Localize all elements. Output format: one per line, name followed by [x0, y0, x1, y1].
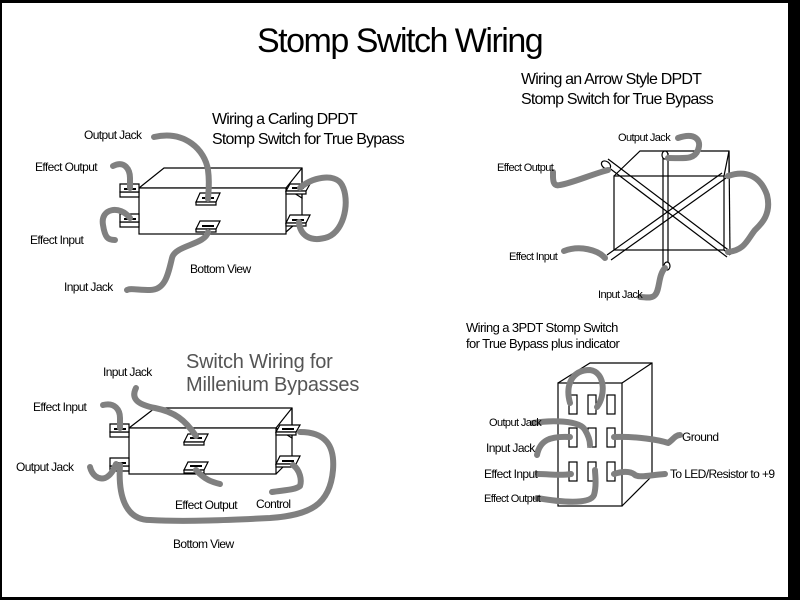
wire-effect-output: [193, 467, 223, 487]
wire-effect-input: [100, 401, 123, 431]
arrow-wires: [549, 132, 772, 301]
arrow-dpdt-diagram: Wiring an Arrow Style DPDT Stomp Switch …: [497, 71, 772, 301]
carling-label-bottom-view: Bottom View: [190, 262, 251, 276]
arrow-label-effect-output: Effect Output: [497, 162, 554, 174]
millenium-lugs: [109, 423, 302, 474]
arrow-heading-line1: Wiring an Arrow Style DPDT: [521, 71, 702, 88]
millenium-wires: [87, 385, 337, 524]
wire-effect-input: [99, 207, 133, 243]
diagram-canvas: Stomp Switch Wiring Wiring a Carling DPD…: [16, 22, 776, 551]
wire-top-jumper: [565, 367, 606, 410]
wire-output-jack: [151, 132, 212, 202]
carling-label-input-jack: Input Jack: [64, 280, 114, 294]
wire-input-jack: [131, 385, 199, 439]
millenium-label-bottom-view: Bottom View: [173, 537, 234, 551]
wiring-diagram-page: Stomp Switch Wiring Wiring a Carling DPD…: [2, 3, 788, 597]
millenium-diagram: Switch Wiring for Millenium Bypasses: [16, 351, 360, 551]
carling-label-effect-input: Effect Input: [30, 233, 85, 247]
right-frame: [788, 0, 800, 600]
arrow-switch-body: [600, 150, 732, 271]
arrow-label-effect-input: Effect Input: [509, 251, 558, 263]
wire-jumper: [725, 170, 772, 255]
wire-effect-output: [110, 161, 133, 191]
wire-control: [269, 462, 304, 495]
wire-input-jack: [637, 265, 668, 301]
threepdt-label-ground: Ground: [682, 430, 718, 444]
millenium-label-effect-output: Effect Output: [175, 498, 238, 512]
carling-switch-body: [137, 167, 303, 235]
threepdt-heading-line1: Wiring a 3PDT Stomp Switch: [466, 320, 618, 335]
carling-wires: [99, 132, 349, 293]
millenium-heading-line2: Millenium Bypasses: [186, 374, 359, 396]
millenium-label-effect-input: Effect Input: [33, 400, 88, 414]
millenium-switch-body: [127, 407, 293, 475]
threepdt-label-effect-input: Effect Input: [484, 467, 539, 481]
carling-label-effect-output: Effect Output: [35, 160, 98, 174]
threepdt-diagram: Wiring a 3PDT Stomp Switch for True Bypa…: [466, 320, 776, 507]
wire-lug-jumper: [296, 174, 349, 243]
wire-output-jack: [87, 461, 119, 482]
threepdt-label-effect-output: Effect Output: [484, 493, 541, 505]
threepdt-heading-line2: for True Bypass plus indicator: [466, 336, 621, 351]
wire-jumper-loop: [116, 429, 337, 524]
millenium-label-control: Control: [256, 497, 290, 511]
wire-input-jack: [534, 433, 573, 458]
millenium-label-input-jack: Input Jack: [103, 365, 153, 379]
threepdt-label-led: To LED/Resistor to +9: [670, 467, 775, 481]
wire-input-jack: [124, 229, 211, 293]
threepdt-label-output-jack: Output Jack: [489, 417, 542, 429]
millenium-label-output-jack: Output Jack: [16, 460, 75, 474]
wire-effect-input: [561, 245, 608, 261]
wire-effect-input: [535, 471, 574, 478]
threepdt-wires: [530, 367, 683, 505]
page-title: Stomp Switch Wiring: [257, 22, 542, 60]
arrow-label-input-jack: Input Jack: [598, 289, 643, 301]
carling-heading-line2: Stomp Switch for True Bypass: [212, 131, 405, 148]
carling-heading-line1: Wiring a Carling DPDT: [212, 111, 358, 128]
arrow-heading-line2: Stomp Switch for True Bypass: [521, 91, 714, 108]
millenium-heading-line1: Switch Wiring for: [186, 351, 333, 373]
wire-effect-output: [534, 467, 599, 505]
carling-dpdt-diagram: Wiring a Carling DPDT Stomp Switch for T…: [30, 111, 406, 294]
wire-effect-output: [549, 167, 611, 189]
threepdt-label-input-jack: Input Jack: [486, 441, 536, 455]
wire-output-jack: [665, 132, 702, 162]
wire-ground: [611, 432, 683, 446]
wire-led: [611, 468, 668, 480]
wire-output-jack: [530, 418, 593, 448]
carling-label-output-jack: Output Jack: [84, 128, 143, 142]
arrow-label-output-jack: Output Jack: [618, 132, 671, 144]
